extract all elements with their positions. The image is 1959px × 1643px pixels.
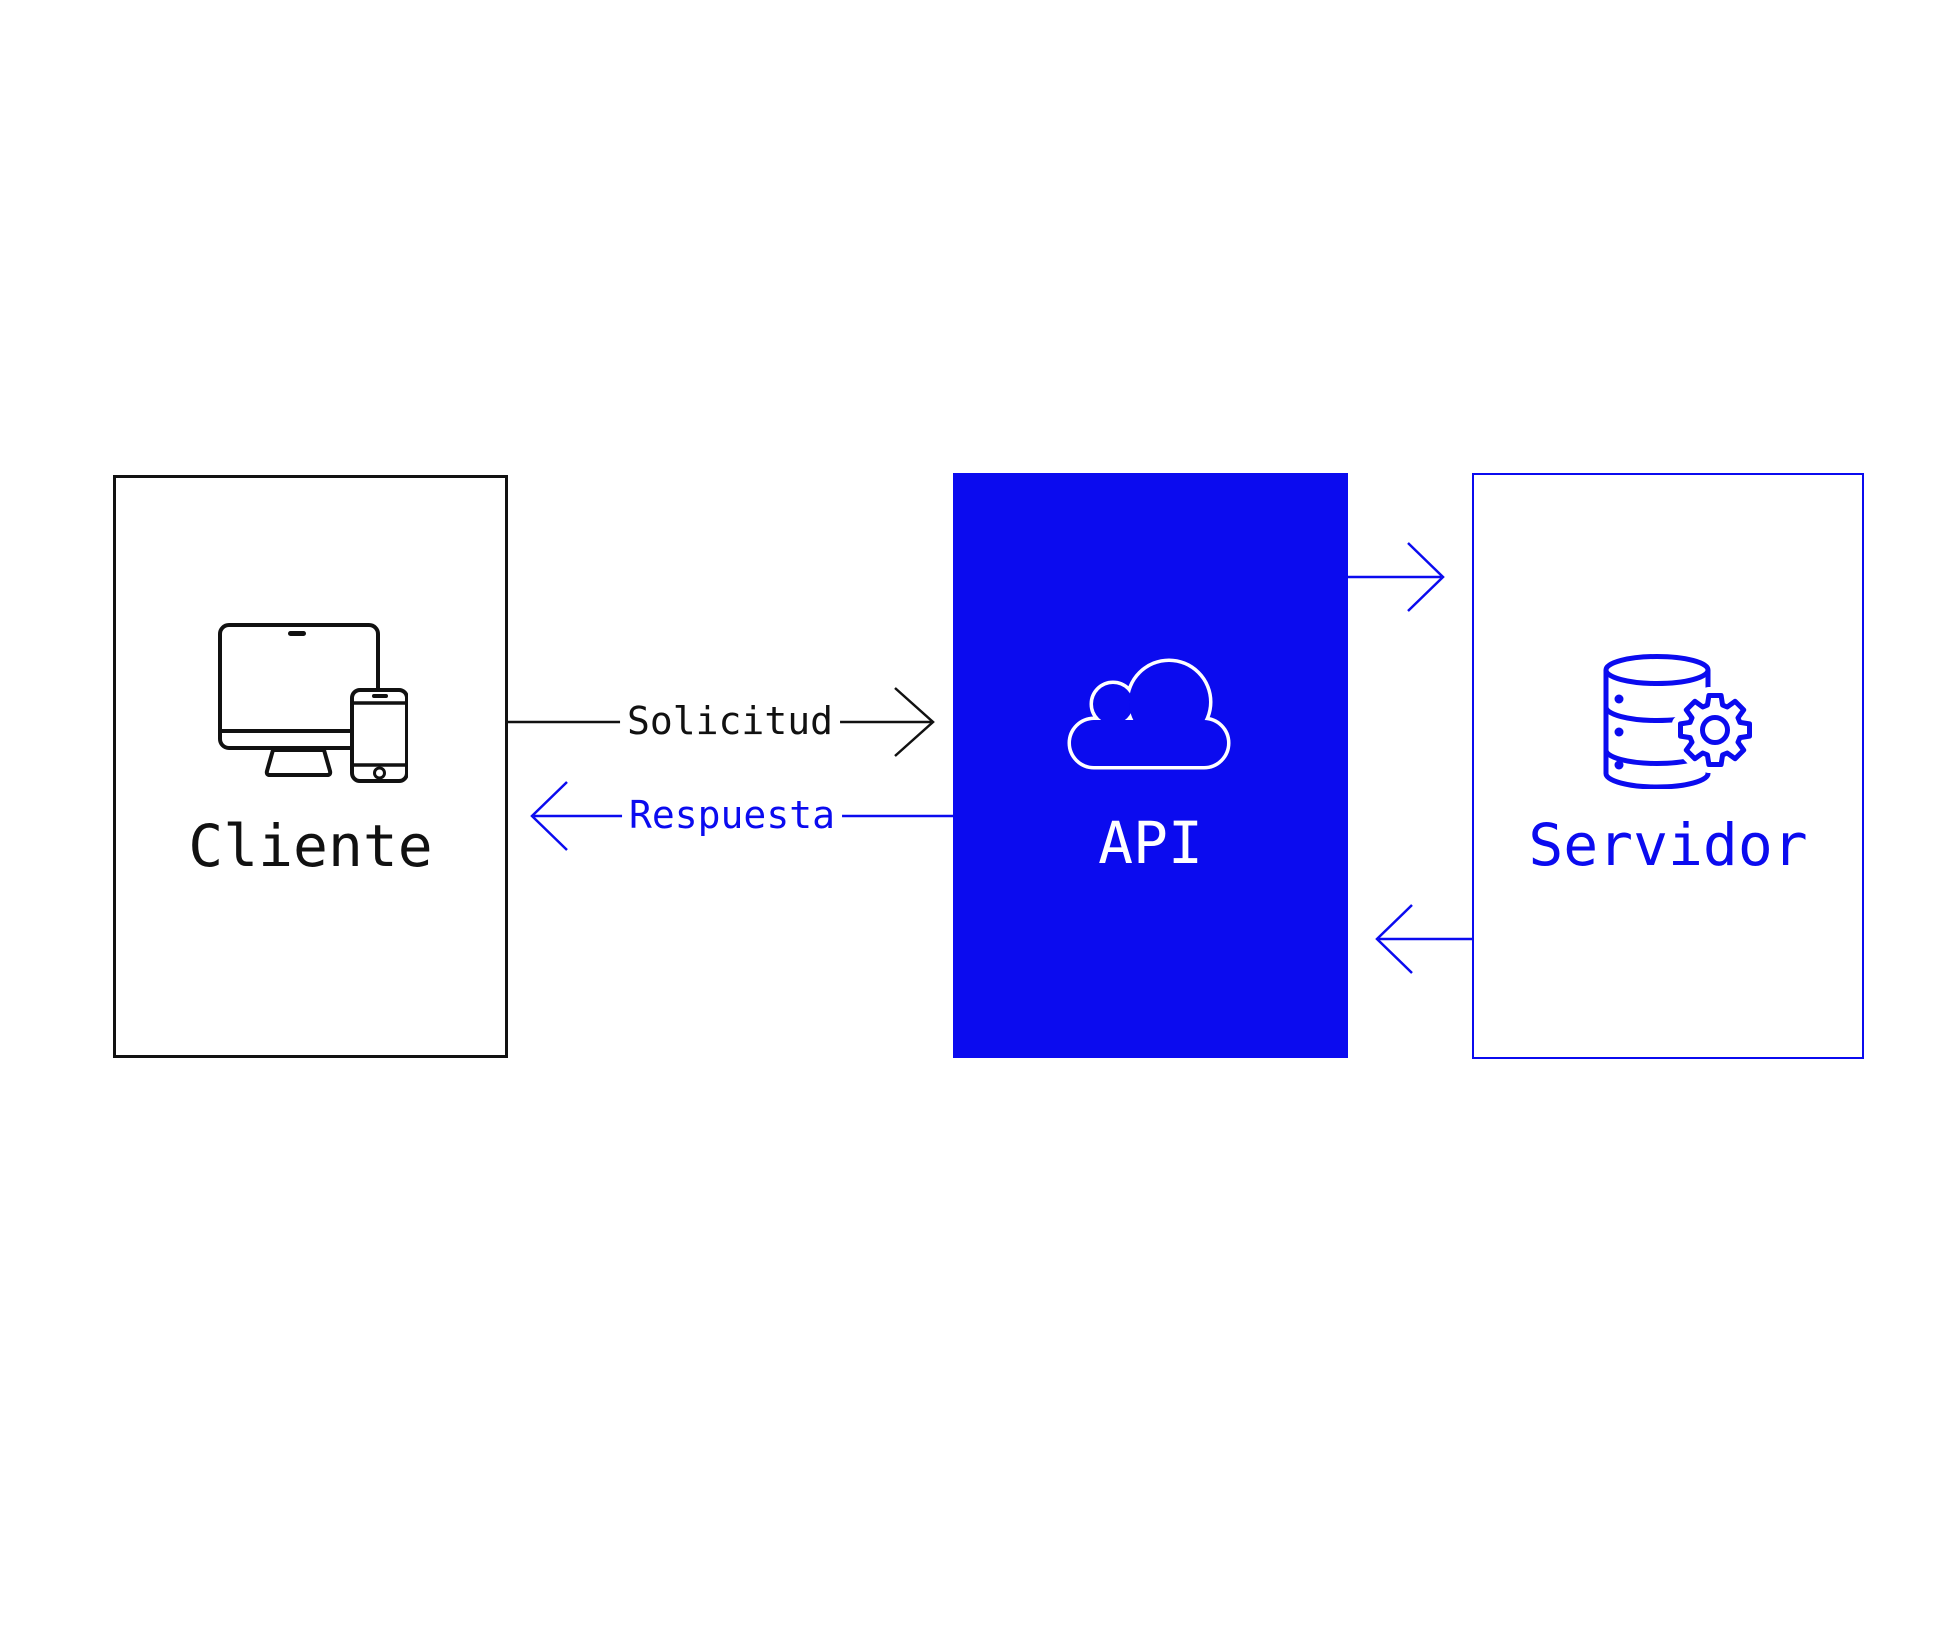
- node-servidor-label: Servidor: [1528, 811, 1808, 879]
- respuesta-arrow-label: Respuesta: [622, 793, 842, 838]
- cloud-icon: [1067, 658, 1231, 770]
- node-cliente: Cliente: [113, 475, 508, 1058]
- servidor-to-api-arrow-head: [1375, 904, 1413, 974]
- api-to-servidor-arrow: [1348, 542, 1445, 612]
- api-to-servidor-arrow-head: [1407, 542, 1445, 612]
- node-cliente-label: Cliente: [188, 812, 433, 880]
- node-api: API: [953, 473, 1348, 1058]
- respuesta-arrow-head: [530, 781, 568, 851]
- devices-icon: [218, 623, 408, 783]
- node-servidor: Servidor: [1472, 473, 1864, 1059]
- node-api-label: API: [1098, 809, 1203, 877]
- servidor-to-api-arrow: [1375, 904, 1472, 974]
- database-gear-icon: [1603, 654, 1757, 789]
- solicitud-arrow-head: [894, 687, 935, 757]
- solicitud-arrow-label: Solicitud: [620, 699, 840, 744]
